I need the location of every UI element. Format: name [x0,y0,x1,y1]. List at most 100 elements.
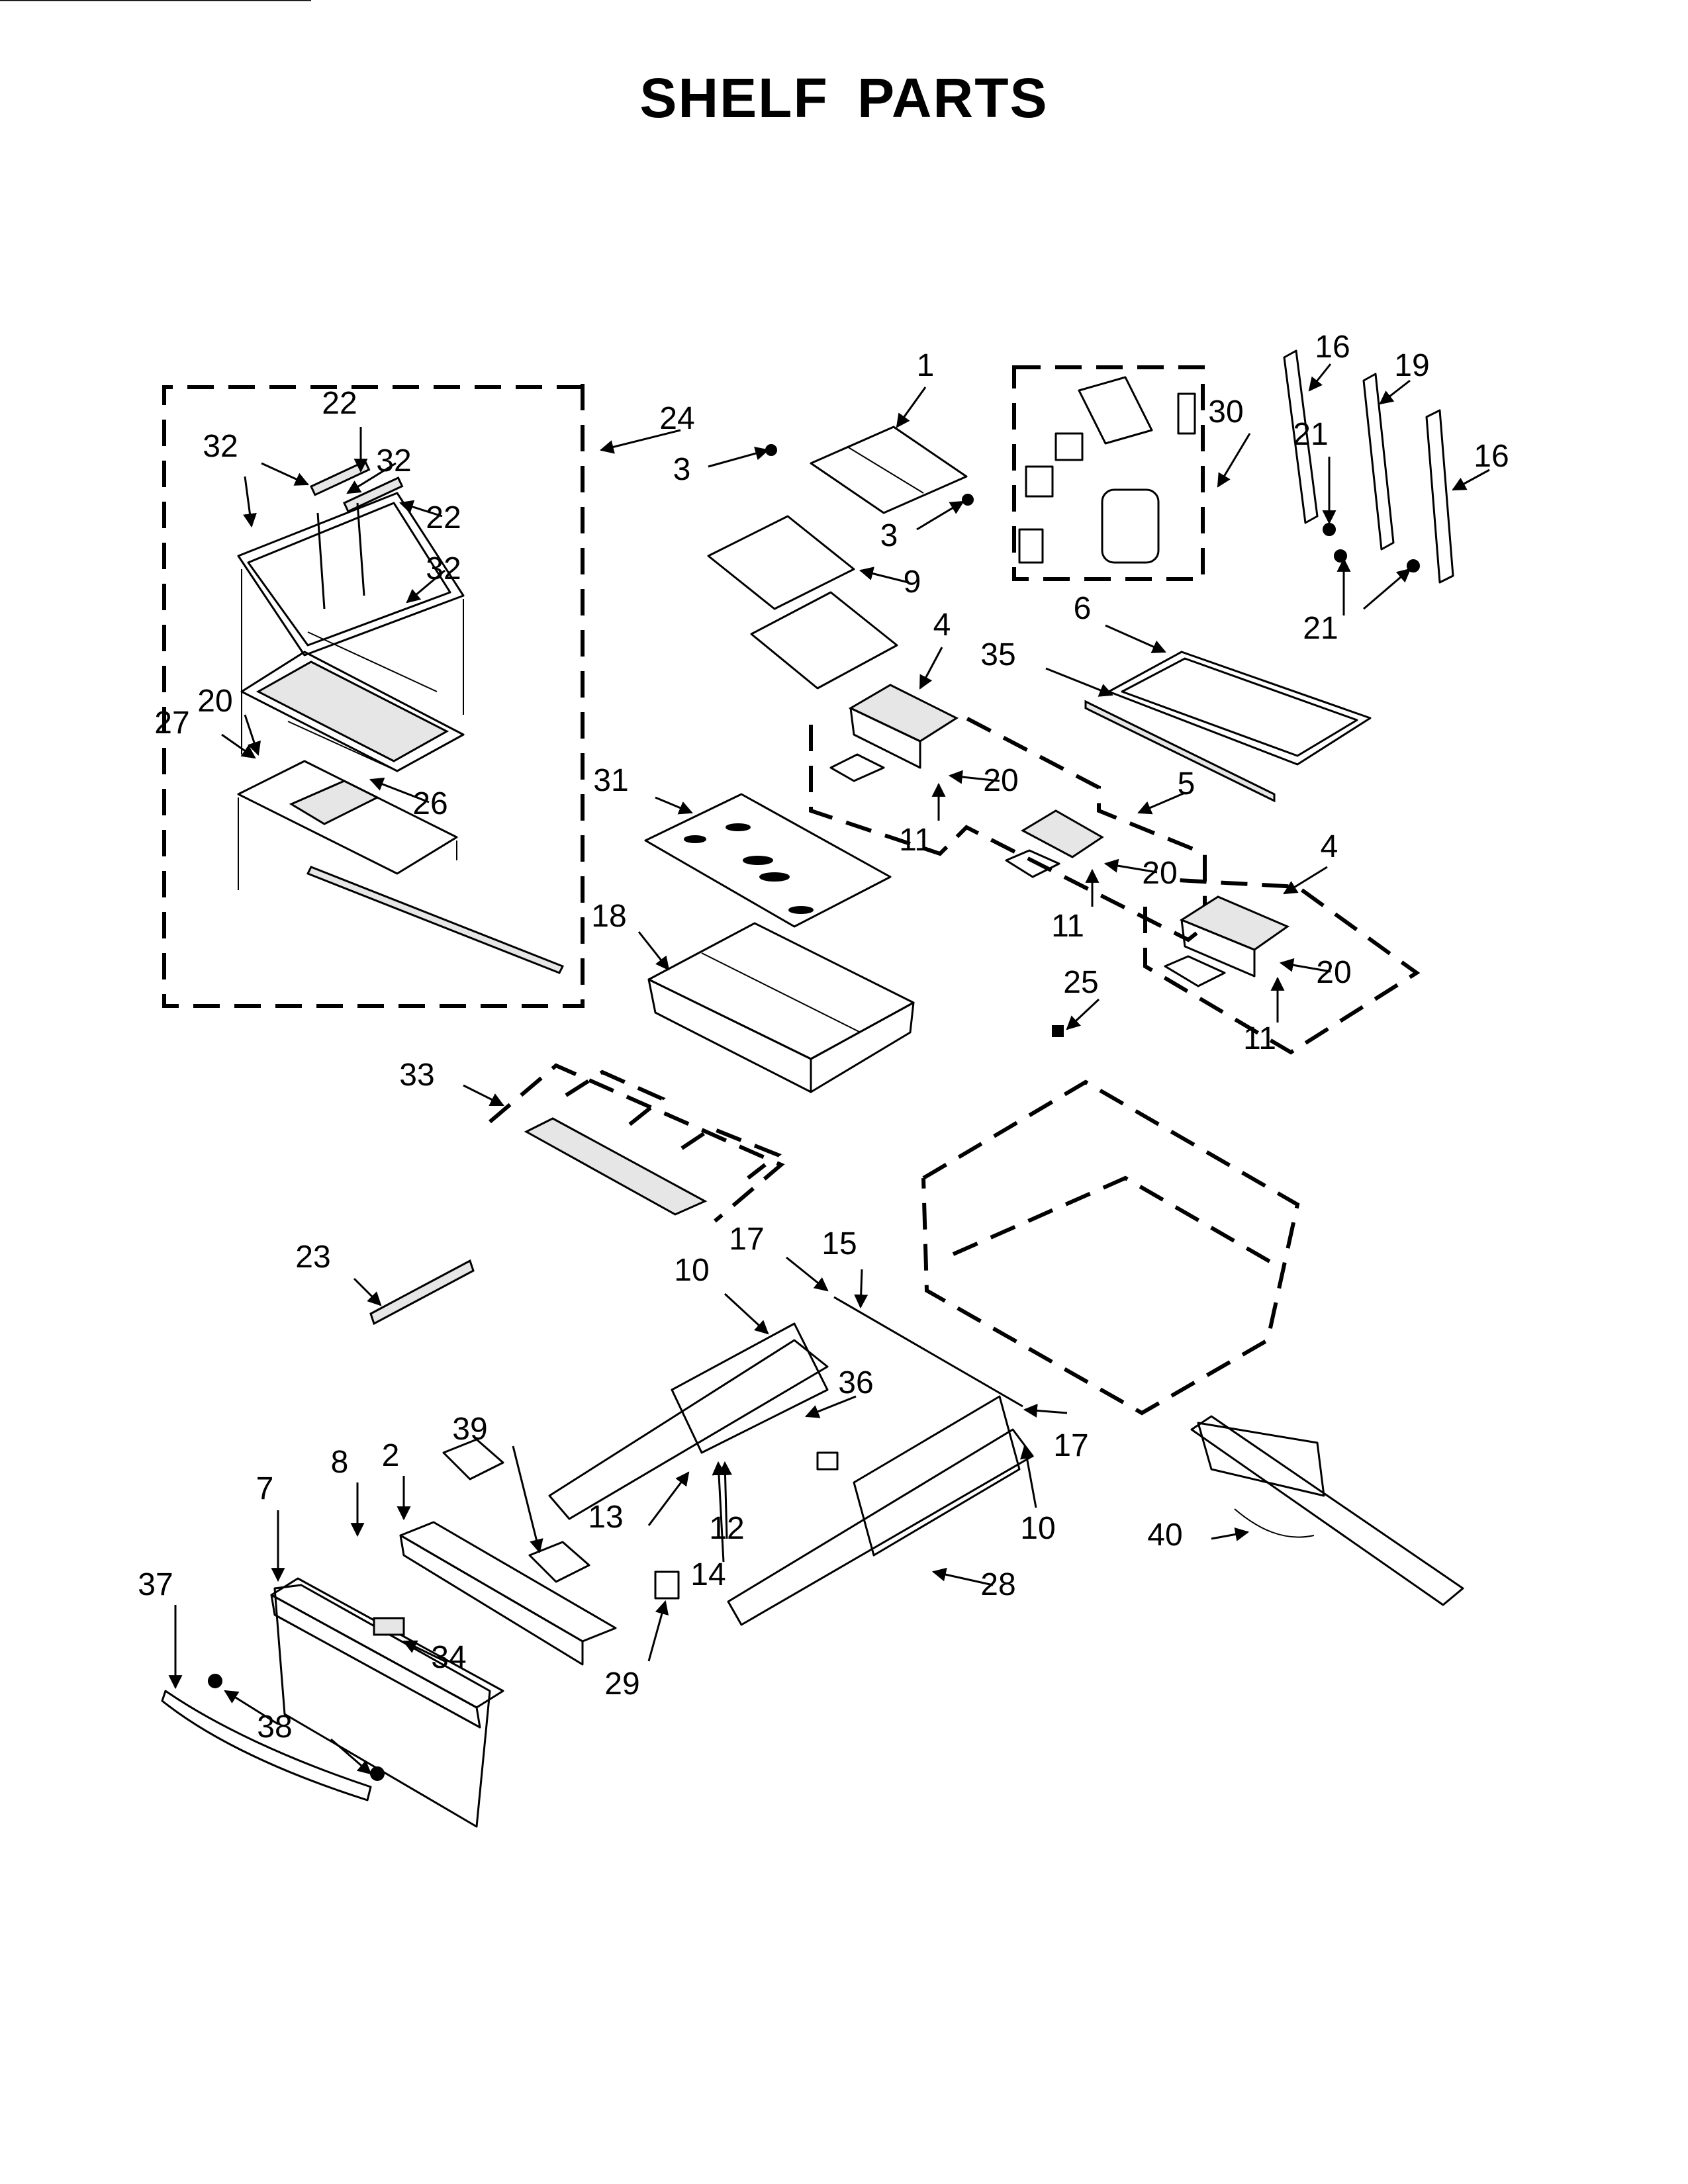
leader-line [1023,1404,1068,1418]
callout-label: 2 [382,1438,400,1473]
page-title: SHELF PARTS [639,67,1049,129]
callout-label: 32 [426,551,461,586]
shelf-9a [707,515,855,610]
callout-label: 33 [399,1058,434,1093]
leader-line [463,1084,504,1107]
bin-group-boundary-b [1143,878,1421,1055]
callout-label: 28 [980,1567,1015,1602]
leader-line [859,567,909,584]
drawer-front [161,1438,617,1828]
leader-line [1211,1527,1250,1541]
callout-label: 11 [899,823,932,858]
callout-label: 30 [1208,394,1243,430]
gasket-8 [270,1577,504,1709]
shelf-frame-top [237,492,465,657]
drawer-slides [548,1296,1464,1626]
callout-label: 25 [1063,965,1098,1000]
callout-label: 26 [412,786,447,821]
leader-line [599,429,681,454]
slide-10a [548,1339,829,1520]
callout-label: 32 [203,429,238,464]
module-group-30 [1012,365,1205,581]
leader-line [346,462,397,494]
shelf-rail-22b [343,476,404,513]
leader-line [655,796,693,815]
badge-34 [373,1617,405,1636]
callout-label: 20 [197,684,232,719]
leader-line [647,1471,690,1526]
callout-label: 9 [904,565,921,600]
leader-line [1105,624,1166,653]
callout-label: 3 [673,452,691,487]
leader-line [637,931,670,971]
strip-23 [369,1259,475,1326]
callout-label: 3 [880,518,898,553]
left-shelf-assembly-group [0,0,585,1008]
leader-line [948,770,1000,784]
leader-line [243,476,257,528]
callout-label: 32 [376,443,411,478]
leader-line [916,500,964,531]
leader-line [724,1293,769,1335]
callout-label: 22 [322,386,357,421]
handle-37 [161,1690,372,1801]
module-39a [442,1438,504,1480]
callout-label: 4 [933,608,951,643]
pan-18 [647,922,915,1060]
callout-label: 11 [1051,909,1084,944]
callout-label: 19 [1394,348,1429,383]
divider-and-pan [644,793,915,1093]
leader-line [1308,363,1332,392]
fastener-25 [1052,1025,1064,1037]
leader-line [1137,792,1186,815]
callout-label: 16 [1474,439,1509,474]
leader-line [512,1445,543,1554]
divider-31 [644,793,892,928]
duct-33 [489,1063,785,1223]
leader-line [1045,667,1113,697]
part-36 [816,1451,839,1471]
leader-line [896,387,927,428]
panel-2 [399,1521,617,1643]
leader-line [1066,998,1100,1030]
callout-label: 20 [983,763,1018,798]
callout-label: 23 [295,1240,330,1275]
callout-label: 12 [709,1511,744,1546]
callout-label: 17 [729,1222,764,1257]
bin-group-boundary-a [809,713,1207,942]
leader-line [1279,958,1331,973]
leader-line [224,1690,279,1725]
bin-assemblies [809,684,1421,1055]
callout-label: 13 [588,1500,623,1535]
callout-label: 18 [591,899,626,934]
callout-label: 29 [604,1666,639,1702]
callout-label: 35 [980,637,1015,672]
callout-label: 15 [821,1226,857,1261]
shelf-1 [810,426,968,514]
leader-line [261,462,309,486]
callout-label: 24 [659,401,694,436]
leader-line [805,1395,857,1418]
callout-label: 22 [426,500,461,535]
leader-line [221,733,256,759]
callout-label: 6 [1074,591,1092,626]
callout-label: 10 [674,1253,709,1288]
leader-line [647,1600,669,1662]
rail-16b [1425,409,1454,584]
leader-line [353,1277,382,1306]
leader-line [1363,568,1411,610]
callout-label: 11 [1243,1021,1276,1056]
shelf-bottom [237,760,458,875]
leader-line [786,1256,829,1292]
leader-line [854,1269,868,1309]
rail-16a [1283,349,1319,524]
leader-line [330,1738,372,1775]
callout-label: 31 [593,763,628,798]
callout-label: 17 [1053,1428,1088,1463]
callout-label: 38 [257,1709,292,1745]
callout-label: 34 [431,1640,466,1675]
leader-line [1283,866,1328,895]
leader-line [399,500,443,518]
callout-label: 27 [154,705,189,741]
callout-label: 37 [138,1567,173,1602]
